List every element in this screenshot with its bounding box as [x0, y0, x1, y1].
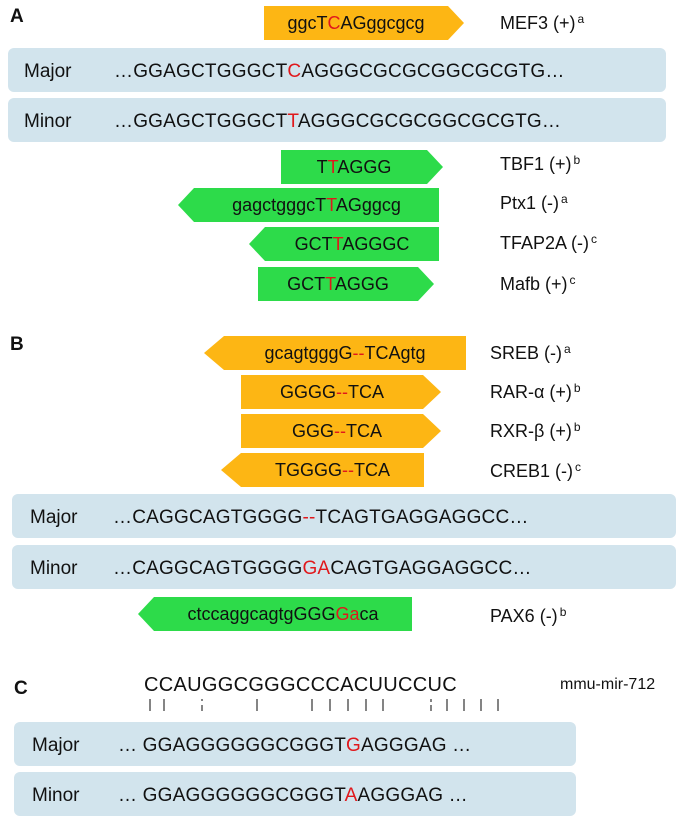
a-major-sequence: …GGAGCTGGGCTCAGGGCGCGCGGCGCGTG… — [114, 61, 565, 82]
rar-alpha-label: RAR-α (+)b — [490, 381, 581, 402]
rar-alpha-arrow — [241, 375, 441, 409]
c-minor-label: Minor — [32, 785, 80, 806]
rxr-beta-motif-text: GGG--TCA — [291, 421, 383, 441]
c-minor-row — [14, 772, 576, 816]
sreb-motif-text: gcagtgggG--TCAgtg — [264, 343, 426, 363]
c-minor-sequence: … GGAGGGGGGCGGGTAAGGGAG … — [118, 785, 468, 806]
mef3-label: MEF3 (+)a — [500, 12, 585, 33]
tfap2a-arrow — [249, 227, 439, 261]
a-minor-row — [8, 98, 666, 142]
c-major-row — [14, 722, 576, 766]
a-minor-label: Minor — [24, 111, 72, 132]
tfap2a-label: TFAP2A (-)c — [500, 232, 598, 253]
pax6-label: PAX6 (-)b — [490, 605, 567, 626]
mirna-sequence: CCAUGGCGGGCCCACUUCCUC — [144, 674, 457, 696]
mirna-pairing-ticks — [149, 699, 499, 711]
b-major-label: Major — [30, 507, 78, 528]
panel-c-label: C — [14, 678, 28, 699]
sreb-arrow — [204, 336, 466, 370]
a-minor-sequence: …GGAGCTGGGCTTAGGGCGCGCGGCGCGTG… — [114, 111, 562, 132]
ptx1-label: Ptx1 (-)a — [500, 192, 568, 213]
tbf1-motif-text: TTAGGG — [316, 157, 392, 177]
tbf1-label: TBF1 (+)b — [500, 153, 581, 174]
c-major-sequence: … GGAGGGGGGCGGGTGAGGGAG … — [118, 735, 472, 756]
b-major-row — [12, 494, 676, 538]
b-minor-label: Minor — [30, 558, 78, 579]
pax6-motif-text: ctccaggcagtgGGGGaca — [187, 604, 379, 624]
a-major-label: Major — [24, 61, 72, 82]
ptx1-arrow — [178, 188, 439, 222]
b-minor-sequence: …CAGGCAGTGGGGGACAGTGAGGAGGCC… — [113, 558, 532, 579]
panel-b-label: B — [10, 334, 24, 355]
tfap2a-motif-text: GCTTAGGGC — [294, 234, 410, 254]
mef3-arrow — [264, 6, 464, 40]
sreb-label: SREB (-)a — [490, 342, 571, 363]
panel-a-label: A — [10, 6, 24, 27]
mafb-motif-text: GCTTAGGG — [287, 274, 389, 294]
mafb-label: Mafb (+)c — [500, 273, 576, 294]
creb1-label: CREB1 (-)c — [490, 460, 582, 481]
mafb-arrow — [258, 267, 434, 301]
mef3-motif-text: ggcTCAGggcgcg — [287, 13, 425, 33]
b-major-sequence: …CAGGCAGTGGGG--TCAGTGAGGAGGCC… — [113, 507, 529, 528]
creb1-arrow — [221, 453, 424, 487]
rar-alpha-motif-text: GGGG--TCA — [279, 382, 385, 402]
tbf1-arrow — [281, 150, 443, 184]
pax6-arrow — [138, 597, 412, 631]
c-major-label: Major — [32, 735, 80, 756]
ptx1-motif-text: gagctgggcTTAGggcg — [232, 195, 401, 215]
mirna-name: mmu-mir-712 — [560, 676, 656, 693]
rxr-beta-arrow — [241, 414, 441, 448]
b-minor-row — [12, 545, 676, 589]
a-major-row — [8, 48, 666, 92]
creb1-motif-text: TGGGG--TCA — [274, 460, 390, 480]
rxr-beta-label: RXR-β (+)b — [490, 420, 581, 441]
